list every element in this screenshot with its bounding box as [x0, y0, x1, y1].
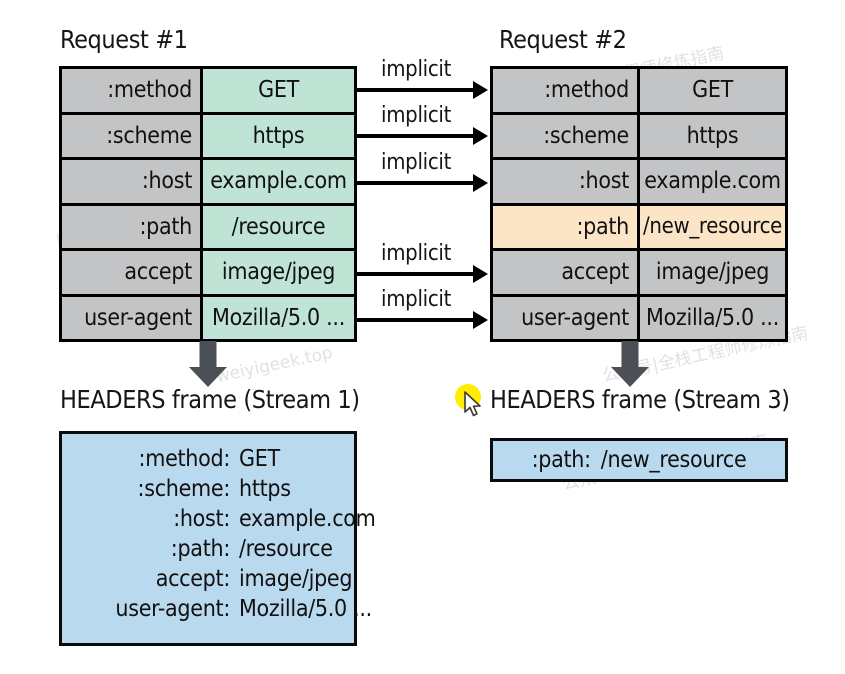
header-line: user-agent: Mozilla/5.0 ...	[62, 594, 372, 624]
implicit-label: implicit	[381, 57, 452, 82]
implicit-arrow-scheme	[357, 127, 488, 145]
table-row: :path /resource	[62, 205, 354, 251]
down-arrow-stream-3	[610, 341, 650, 387]
header-value-cell: GET	[640, 69, 785, 112]
header-line: :path: /resource	[62, 534, 354, 564]
header-name-cell: :scheme	[493, 114, 640, 157]
header-name-cell: user-agent	[493, 296, 640, 339]
header-value-cell: https	[640, 114, 785, 157]
header-name-cell: :scheme	[62, 114, 203, 157]
implicit-label: implicit	[381, 103, 452, 128]
table-row: accept image/jpeg	[493, 251, 785, 297]
header-name-cell: user-agent	[62, 296, 203, 339]
headers-frame-1-box: :method: GET :scheme: https :host: examp…	[59, 431, 376, 646]
down-arrow-stream-1	[188, 341, 228, 387]
request-2-table: :method GET :scheme https :host example.…	[490, 66, 788, 342]
implicit-arrow-user-agent	[357, 311, 488, 329]
header-value-cell: /resource	[203, 205, 354, 248]
header-value-cell: example.com	[640, 160, 785, 203]
table-row: user-agent Mozilla/5.0 ...	[493, 296, 785, 339]
header-value-cell: image/jpeg	[640, 251, 785, 294]
header-value-cell: /new_resource	[640, 205, 785, 248]
table-row-highlighted: :path /new_resource	[493, 205, 785, 251]
watermark: weiyigeek.top	[214, 342, 335, 388]
request-1-title: Request #1	[60, 25, 188, 54]
table-row: user-agent Mozilla/5.0 ...	[62, 296, 354, 339]
header-value-cell: GET	[203, 69, 354, 112]
header-name-cell: accept	[62, 251, 203, 294]
mouse-cursor-icon	[464, 391, 481, 417]
implicit-label: implicit	[381, 150, 452, 175]
header-value-cell: https	[203, 114, 354, 157]
table-row: :host example.com	[62, 160, 354, 206]
header-line-name: :method:	[138, 446, 231, 472]
table-row: accept image/jpeg	[62, 251, 354, 297]
header-name-cell: :path	[493, 205, 640, 248]
header-line-name: user-agent:	[115, 596, 230, 622]
header-line-name: :path:	[170, 536, 231, 562]
header-name-cell: :path	[62, 205, 203, 248]
implicit-arrow-accept	[357, 265, 488, 283]
header-name-cell: :method	[62, 69, 203, 112]
headers-frame-2-box: :path: /new_resource	[490, 438, 788, 482]
header-value-cell: image/jpeg	[203, 251, 354, 294]
header-name-cell: accept	[493, 251, 640, 294]
header-line-name: :scheme:	[137, 476, 231, 502]
table-row: :scheme https	[493, 114, 785, 160]
header-line-value: /resource	[239, 536, 333, 562]
header-line: :host: example.com	[62, 504, 376, 534]
headers-frame-1-caption: HEADERS frame (Stream 1)	[60, 385, 360, 414]
header-line-name: accept:	[155, 566, 231, 592]
header-line: accept: image/jpeg	[62, 564, 354, 594]
header-name-cell: :method	[493, 69, 640, 112]
request-1-table: :method GET :scheme https :host example.…	[59, 66, 357, 342]
header-line-value: GET	[239, 446, 280, 472]
header-value-cell: Mozilla/5.0 ...	[640, 296, 785, 339]
header-value-cell: example.com	[203, 160, 354, 203]
header-line: :method: GET	[62, 444, 354, 474]
header-value-cell: Mozilla/5.0 ...	[203, 296, 354, 339]
implicit-label: implicit	[381, 241, 452, 266]
header-line-name: :host:	[173, 506, 230, 532]
header-line-value: Mozilla/5.0 ...	[239, 596, 372, 622]
header-line-value: https	[239, 476, 291, 502]
table-row: :method GET	[493, 69, 785, 115]
table-row: :method GET	[62, 69, 354, 115]
header-name-cell: :host	[62, 160, 203, 203]
implicit-arrow-host	[357, 174, 488, 192]
implicit-arrow-method	[357, 81, 488, 99]
header-line-value: image/jpeg	[239, 566, 353, 592]
header-line-value: example.com	[239, 506, 376, 532]
header-line-name: :path:	[531, 447, 592, 473]
headers-frame-2-caption: HEADERS frame (Stream 3)	[490, 385, 790, 414]
header-line-value: /new_resource	[600, 447, 747, 473]
implicit-label: implicit	[381, 287, 452, 312]
header-line: :path: /new_resource	[532, 445, 747, 475]
header-line: :scheme: https	[62, 474, 354, 504]
table-row: :scheme https	[62, 114, 354, 160]
request-2-title: Request #2	[499, 25, 627, 54]
table-row: :host example.com	[493, 160, 785, 206]
header-name-cell: :host	[493, 160, 640, 203]
